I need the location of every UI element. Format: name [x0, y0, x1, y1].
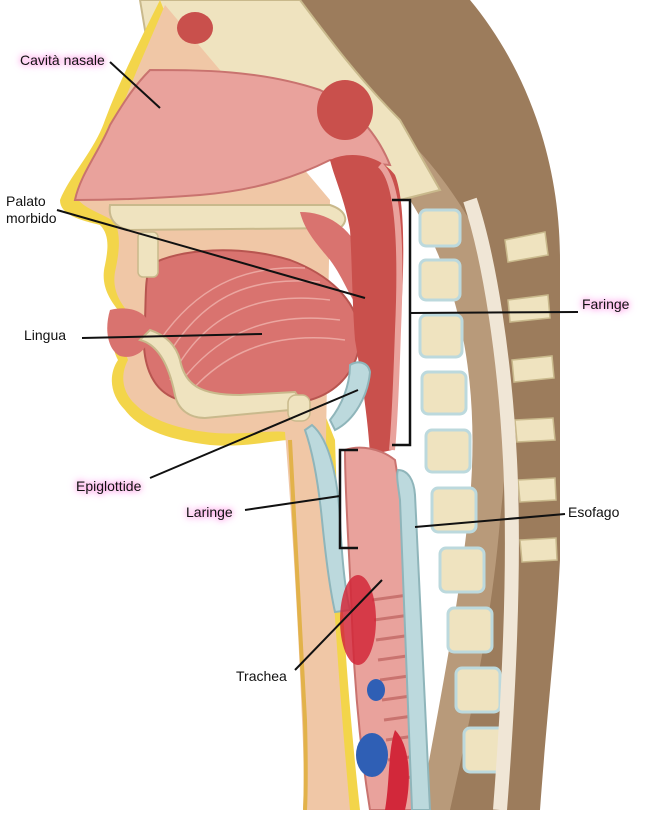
leader-trachea	[294, 579, 383, 671]
leader-palate	[56, 209, 366, 299]
artery	[385, 730, 409, 810]
label-trachea: Trachea	[236, 668, 287, 684]
spinous-processes	[504, 231, 558, 563]
vertebra	[418, 258, 462, 302]
spinal-cord	[463, 197, 519, 811]
leader-esophagus	[414, 513, 566, 528]
label-pharynx: Faringe	[582, 296, 630, 312]
teeth-upper	[137, 231, 159, 278]
label-soft-palate: Palato morbido	[6, 193, 57, 226]
leader-pharynx	[409, 311, 579, 314]
label-esophagus: Esofago	[568, 504, 620, 520]
vertebra	[418, 208, 462, 248]
soft-palate-region	[300, 212, 369, 308]
label-tongue: Lingua	[24, 327, 67, 343]
vessel-small	[367, 679, 385, 701]
vertebra	[424, 428, 472, 474]
vertebra	[430, 486, 478, 534]
thyroid-gland	[340, 575, 376, 665]
pharynx-bracket	[392, 198, 412, 447]
sinus-upper	[177, 12, 213, 44]
vein	[356, 733, 388, 777]
leader-epiglottis	[149, 389, 359, 479]
lower-lip	[107, 308, 150, 357]
vertebral-column	[418, 208, 510, 774]
vertebra	[454, 666, 502, 714]
vertebra	[446, 606, 494, 654]
leader-lines	[56, 61, 579, 671]
vertebra	[420, 370, 468, 416]
sinus-chamber	[317, 80, 373, 140]
label-nasal-cavity: Cavità nasale	[20, 52, 105, 68]
vertebra	[438, 546, 486, 594]
leader-nasal	[109, 61, 161, 109]
label-larynx: Laringe	[186, 504, 233, 520]
pharynx-wall	[377, 162, 403, 451]
leader-tongue	[81, 333, 263, 339]
hyoid-bone	[287, 394, 311, 422]
tongue-fibers	[159, 267, 346, 399]
larynx-bracket	[338, 448, 358, 550]
leader-larynx	[244, 495, 341, 511]
pharynx-region	[330, 155, 404, 455]
vertebra	[418, 313, 464, 359]
label-epiglottis: Epiglottide	[76, 478, 142, 494]
